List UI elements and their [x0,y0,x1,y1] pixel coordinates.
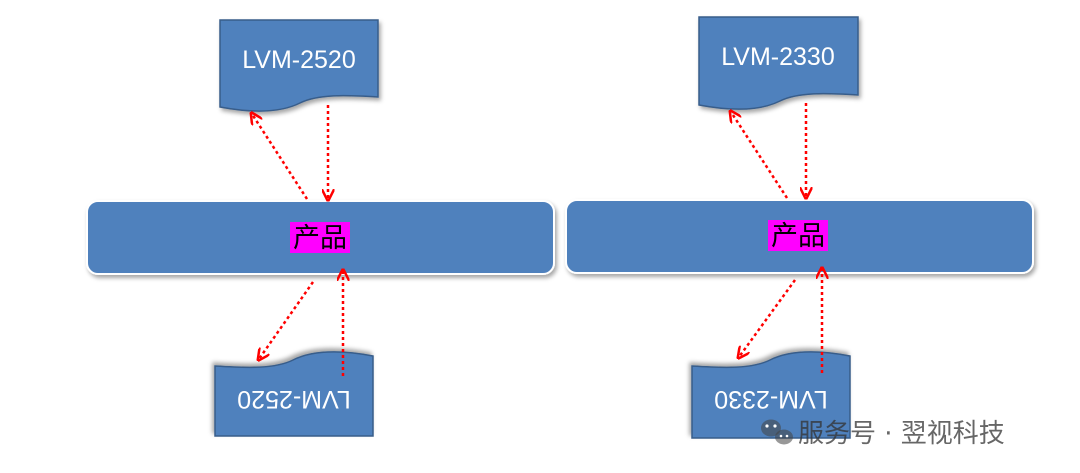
left-group: LVM-2520 产品 LVM-2520 [86,19,555,437]
right-product-label: 产品 [771,221,825,252]
right-product-highlight [768,220,828,251]
left-product-label: 产品 [293,223,347,254]
left-product-highlight [290,222,350,253]
watermark-text: 服务号 · 翌视科技 [798,419,1005,449]
left-product-bar: 产品 [86,200,555,275]
right-arrow-to-bottom-doc [739,279,797,357]
right-product-bar: 产品 [565,199,1034,274]
left-bottom-document: LVM-2520 [214,351,374,437]
left-top-document-label: LVM-2520 [242,46,356,74]
wechat-icon [761,419,793,445]
watermark: 服务号 · 翌视科技 [761,419,1005,449]
right-top-document-label: LVM-2330 [721,43,835,71]
left-bottom-document-label: LVM-2520 [237,385,351,413]
right-bottom-document: LVM-2330 [691,351,851,439]
right-top-document: LVM-2330 [698,16,859,110]
right-bottom-document-label: LVM-2330 [714,385,828,413]
right-group: LVM-2330 产品 LVM-2330 [565,16,1034,439]
left-arrow-to-top-doc [252,114,309,200]
right-arrow-to-top-doc [731,112,789,199]
left-top-document: LVM-2520 [219,19,379,112]
left-arrow-to-bottom-doc [259,281,315,359]
